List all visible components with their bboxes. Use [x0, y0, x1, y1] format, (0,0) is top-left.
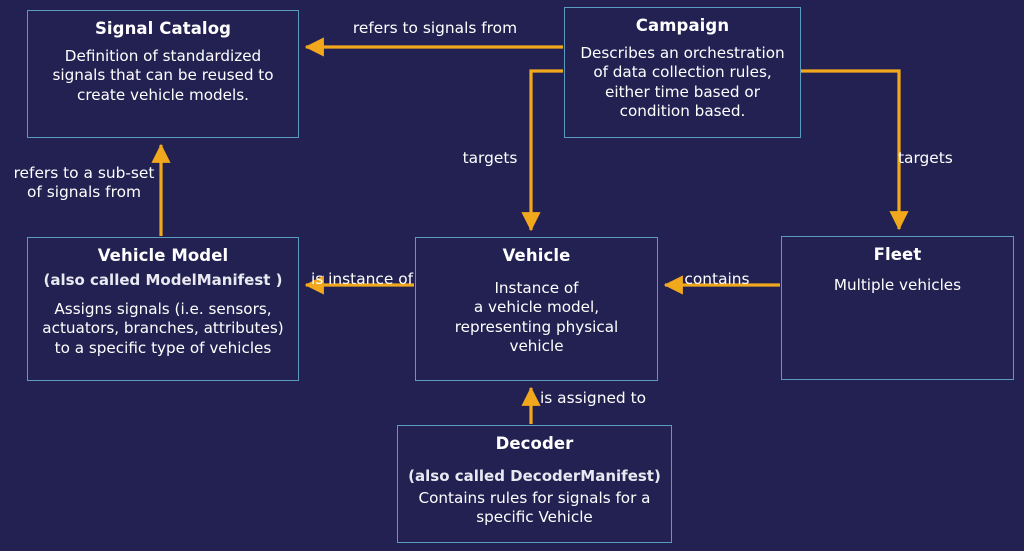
- node-fleet-title: Fleet: [873, 245, 922, 264]
- node-vehicle[interactable]: Vehicle Instance of a vehicle model, rep…: [415, 237, 658, 381]
- edge-label-refers-to-a-sub-set-of-signals-from: refers to a sub-set of signals from: [13, 164, 155, 202]
- edge-label-contains: contains: [684, 270, 750, 288]
- node-fleet-description: Multiple vehicles: [833, 275, 962, 294]
- node-fleet[interactable]: Fleet Multiple vehicles: [781, 236, 1014, 380]
- node-vehicle-model-description: Assigns signals (i.e. sensors, actuators…: [42, 299, 284, 357]
- node-campaign[interactable]: Campaign Describes an orchestration of d…: [564, 7, 801, 138]
- node-decoder-subtitle: (also called DecoderManifest): [408, 466, 661, 485]
- edge-label-targets-fleet: targets: [898, 149, 953, 167]
- node-signal-catalog[interactable]: Signal Catalog Definition of standardize…: [27, 10, 299, 138]
- node-vehicle-title: Vehicle: [502, 246, 571, 265]
- edge-campaign-to-fleet: [801, 69, 909, 231]
- edge-label-is-instance-of: is instance of: [310, 270, 414, 288]
- node-signal-catalog-description: Definition of standardized signals that …: [52, 46, 274, 104]
- edge-label-is-assigned-to: is assigned to: [540, 389, 647, 407]
- edge-label-refers-to-signals-from: refers to signals from: [352, 19, 518, 37]
- node-campaign-title: Campaign: [635, 16, 730, 35]
- node-vehicle-description: Instance of a vehicle model, representin…: [454, 278, 619, 355]
- node-vehicle-model-title: Vehicle Model: [97, 246, 229, 265]
- node-signal-catalog-title: Signal Catalog: [94, 19, 232, 38]
- node-vehicle-model[interactable]: Vehicle Model (also called ModelManifest…: [27, 237, 299, 381]
- node-vehicle-model-subtitle: (also called ModelManifest ): [43, 270, 283, 289]
- edge-label-targets-vehicle: targets: [462, 149, 518, 167]
- node-decoder-description: Contains rules for signals for a specifi…: [418, 488, 651, 527]
- node-decoder-title: Decoder: [495, 434, 574, 453]
- node-campaign-description: Describes an orchestration of data colle…: [580, 43, 785, 120]
- node-decoder[interactable]: Decoder (also called DecoderManifest) Co…: [397, 425, 672, 543]
